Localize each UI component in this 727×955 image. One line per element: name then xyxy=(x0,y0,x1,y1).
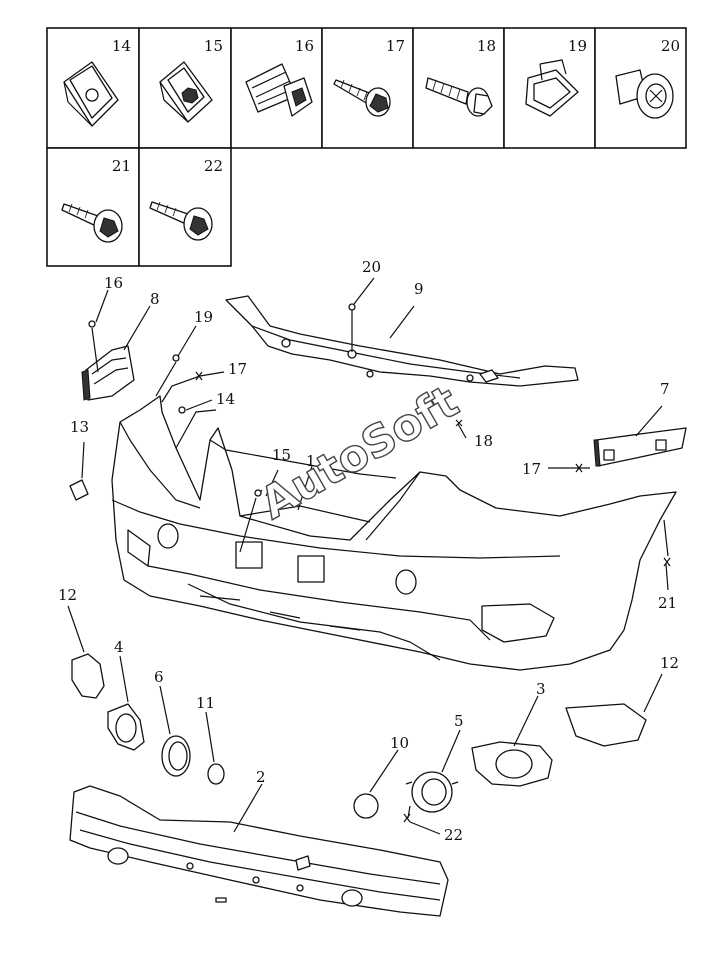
callout-17b: 17 xyxy=(522,460,541,478)
cross-mark-22 xyxy=(403,813,411,823)
round-cap xyxy=(353,793,379,819)
callout-3: 3 xyxy=(536,680,546,698)
left-tow-cover xyxy=(71,653,105,699)
table-number-19: 19 xyxy=(568,37,587,55)
cross-mark-21 xyxy=(663,557,671,567)
callout-22: 22 xyxy=(444,826,463,844)
table-number-18: 18 xyxy=(477,37,496,55)
right-fog-lamp xyxy=(405,771,459,813)
callout-14: 14 xyxy=(216,390,235,408)
flange-bolt-icon xyxy=(425,77,493,117)
callout-9: 9 xyxy=(414,280,424,298)
cross-mark-17a xyxy=(195,371,203,381)
push-rivet-icon xyxy=(615,69,674,119)
cross-mark-18 xyxy=(455,419,463,427)
callout-18: 18 xyxy=(474,432,493,450)
bumper-cover xyxy=(111,395,677,671)
callout-8: 8 xyxy=(150,290,160,308)
u-clip-icon xyxy=(159,61,213,123)
callout-17a: 17 xyxy=(228,360,247,378)
tapping-screw-icon xyxy=(333,79,391,117)
callout-12b: 12 xyxy=(660,654,679,672)
callout-7: 7 xyxy=(660,380,670,398)
right-fog-bezel xyxy=(471,741,553,787)
left-fog-lamp xyxy=(161,735,191,777)
right-tow-cover xyxy=(565,703,647,747)
cross-mark-17b xyxy=(575,463,583,473)
callout-11: 11 xyxy=(196,694,215,712)
fastener-table: 14 15 16 17 18 19 20 21 22 xyxy=(46,27,687,267)
washer-screw-icon xyxy=(61,203,123,243)
table-cell-17 xyxy=(321,27,414,149)
right-side-bracket xyxy=(593,427,687,467)
callout-15: 15 xyxy=(272,446,291,464)
callout-19: 19 xyxy=(194,308,213,326)
table-number-22: 22 xyxy=(204,157,223,175)
leader-lines xyxy=(67,277,671,835)
callout-4: 4 xyxy=(114,638,124,656)
left-side-bracket xyxy=(81,345,135,401)
table-cell-22 xyxy=(138,147,232,267)
callout-10: 10 xyxy=(390,734,409,752)
small-spacer xyxy=(69,479,89,501)
callout-5: 5 xyxy=(454,712,464,730)
square-clip-icon xyxy=(525,59,579,117)
callout-12a: 12 xyxy=(58,586,77,604)
grommet-icon xyxy=(245,63,313,117)
table-number-17: 17 xyxy=(386,37,405,55)
lamp-ring xyxy=(207,763,225,785)
callout-1: 1 xyxy=(306,452,316,470)
table-number-20: 20 xyxy=(661,37,680,55)
callout-20: 20 xyxy=(362,258,381,276)
callout-21: 21 xyxy=(658,594,677,612)
callout-16: 16 xyxy=(104,274,123,292)
bumper-reinforcement xyxy=(69,785,449,917)
table-number-15: 15 xyxy=(204,37,223,55)
left-fog-bezel xyxy=(107,703,145,751)
upper-support-bar xyxy=(225,295,579,387)
callout-6: 6 xyxy=(154,668,164,686)
callout-labels: 16 8 19 17 14 20 9 7 18 17 13 15 1 21 12… xyxy=(58,258,679,844)
clip-nut-icon xyxy=(63,61,119,127)
table-number-16: 16 xyxy=(295,37,314,55)
callout-13: 13 xyxy=(70,418,89,436)
table-number-14: 14 xyxy=(112,37,131,55)
washer-screw-icon xyxy=(149,201,213,241)
callout-2: 2 xyxy=(256,768,266,786)
table-number-21: 21 xyxy=(112,157,131,175)
